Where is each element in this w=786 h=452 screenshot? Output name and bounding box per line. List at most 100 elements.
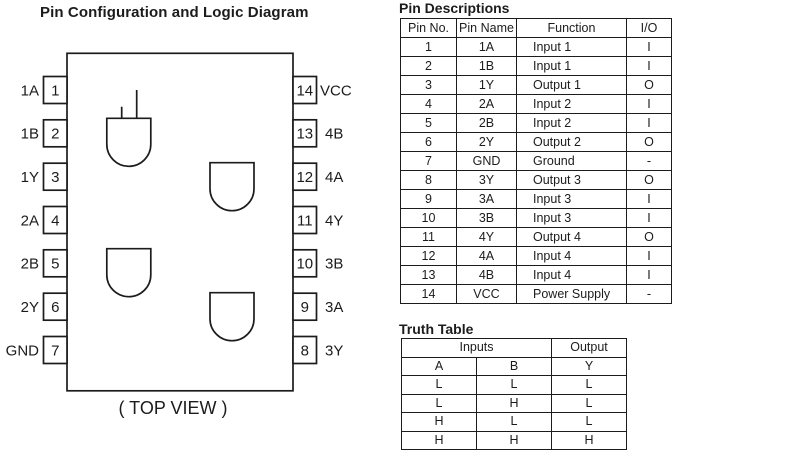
- pin-label: 4B: [325, 126, 343, 143]
- pin-box-5: [42, 248, 68, 278]
- column-header: Pin Name: [456, 18, 517, 38]
- and-gate-4: [209, 161, 255, 212]
- input-b-cell: L: [476, 375, 552, 395]
- function-cell: Input 3: [516, 189, 627, 209]
- function-cell: Input 4: [516, 265, 627, 285]
- pin-number: 1: [51, 82, 59, 99]
- pin-name-cell: 2B: [456, 113, 517, 133]
- pin-box-6: [42, 292, 68, 322]
- pin-name-cell: 1A: [456, 37, 517, 57]
- pin-no-cell: 10: [400, 208, 457, 228]
- pin-name-cell: 1Y: [456, 75, 517, 95]
- function-cell: Input 2: [516, 94, 627, 114]
- pin-number: 2: [51, 126, 59, 143]
- input-a-cell: L: [401, 375, 477, 395]
- pin-number: 5: [51, 256, 59, 273]
- output-y-cell: H: [551, 430, 627, 450]
- pin-number: 8: [301, 342, 309, 359]
- function-cell: Input 1: [516, 56, 627, 76]
- pin-label: 2Y: [21, 299, 39, 316]
- io-cell: O: [626, 75, 672, 95]
- pin-no-cell: 2: [400, 56, 457, 76]
- pin-number: 3: [51, 169, 59, 186]
- inputs-group-header: Inputs: [401, 338, 552, 358]
- pin-box-14: [292, 75, 318, 105]
- table-header-row: Pin No. Pin Name Function I/O: [400, 18, 672, 38]
- gate1-input-stubs: [120, 90, 138, 119]
- pin-box-11: [292, 205, 318, 235]
- column-header: Function: [516, 18, 627, 38]
- function-cell: Output 3: [516, 170, 627, 190]
- function-cell: Input 4: [516, 246, 627, 266]
- output-y-cell: L: [551, 412, 627, 432]
- pin-box-3: [42, 162, 68, 192]
- pin-number: 9: [301, 299, 309, 316]
- pin-box-8: [292, 335, 318, 365]
- io-cell: O: [626, 132, 672, 152]
- io-cell: I: [626, 265, 672, 285]
- and-gate-3: [209, 291, 255, 342]
- pin-box-1: [42, 75, 68, 105]
- pin-label: 2A: [21, 212, 39, 229]
- input-b-cell: H: [476, 393, 552, 413]
- io-cell: I: [626, 94, 672, 114]
- function-cell: Input 3: [516, 208, 627, 228]
- io-cell: I: [626, 189, 672, 209]
- pin-name-cell: 4A: [456, 246, 517, 266]
- pin-name-cell: VCC: [456, 284, 517, 304]
- pin-label: 3A: [325, 299, 343, 316]
- pin-box-2: [42, 118, 68, 148]
- truth-table-title: Truth Table: [399, 321, 474, 337]
- pin-label: 1Y: [21, 169, 39, 186]
- io-cell: I: [626, 56, 672, 76]
- pin-label: VCC: [320, 82, 352, 99]
- column-header: A: [401, 356, 477, 376]
- function-cell: Input 1: [516, 37, 627, 57]
- table-header-row: A B Y: [401, 356, 627, 376]
- pin-no-cell: 4: [400, 94, 457, 114]
- pin-box-4: [42, 205, 68, 235]
- input-b-cell: L: [476, 412, 552, 432]
- pin-descriptions-title: Pin Descriptions: [399, 0, 510, 16]
- column-header: Y: [551, 356, 627, 376]
- pin-no-cell: 13: [400, 265, 457, 285]
- output-y-cell: L: [551, 375, 627, 395]
- io-cell: -: [626, 151, 672, 171]
- pin-no-cell: 9: [400, 189, 457, 209]
- output-group-header: Output: [551, 338, 627, 358]
- pin-label: 4A: [325, 169, 343, 186]
- pin-number: 7: [51, 342, 59, 359]
- io-cell: O: [626, 227, 672, 247]
- and-gate-2: [105, 247, 152, 298]
- pin-number: 4: [51, 212, 59, 229]
- io-cell: I: [626, 208, 672, 228]
- column-header: B: [476, 356, 552, 376]
- pin-box-12: [292, 162, 318, 192]
- pin-name-cell: 3Y: [456, 170, 517, 190]
- pin-name-cell: 1B: [456, 56, 517, 76]
- input-b-cell: H: [476, 430, 552, 450]
- pin-label: 1B: [21, 126, 39, 143]
- output-y-cell: L: [551, 393, 627, 413]
- input-a-cell: H: [401, 430, 477, 450]
- column-header: I/O: [626, 18, 672, 38]
- diagram-title: Pin Configuration and Logic Diagram: [40, 4, 309, 21]
- pin-configuration-diagram: 1 2 3 4 5 6 7 14 13 12 11 10 9 8 1A 1B 1…: [6, 52, 352, 418]
- pin-label: 3Y: [325, 342, 343, 359]
- input-a-cell: H: [401, 412, 477, 432]
- column-header: Pin No.: [400, 18, 457, 38]
- pin-name-cell: 3A: [456, 189, 517, 209]
